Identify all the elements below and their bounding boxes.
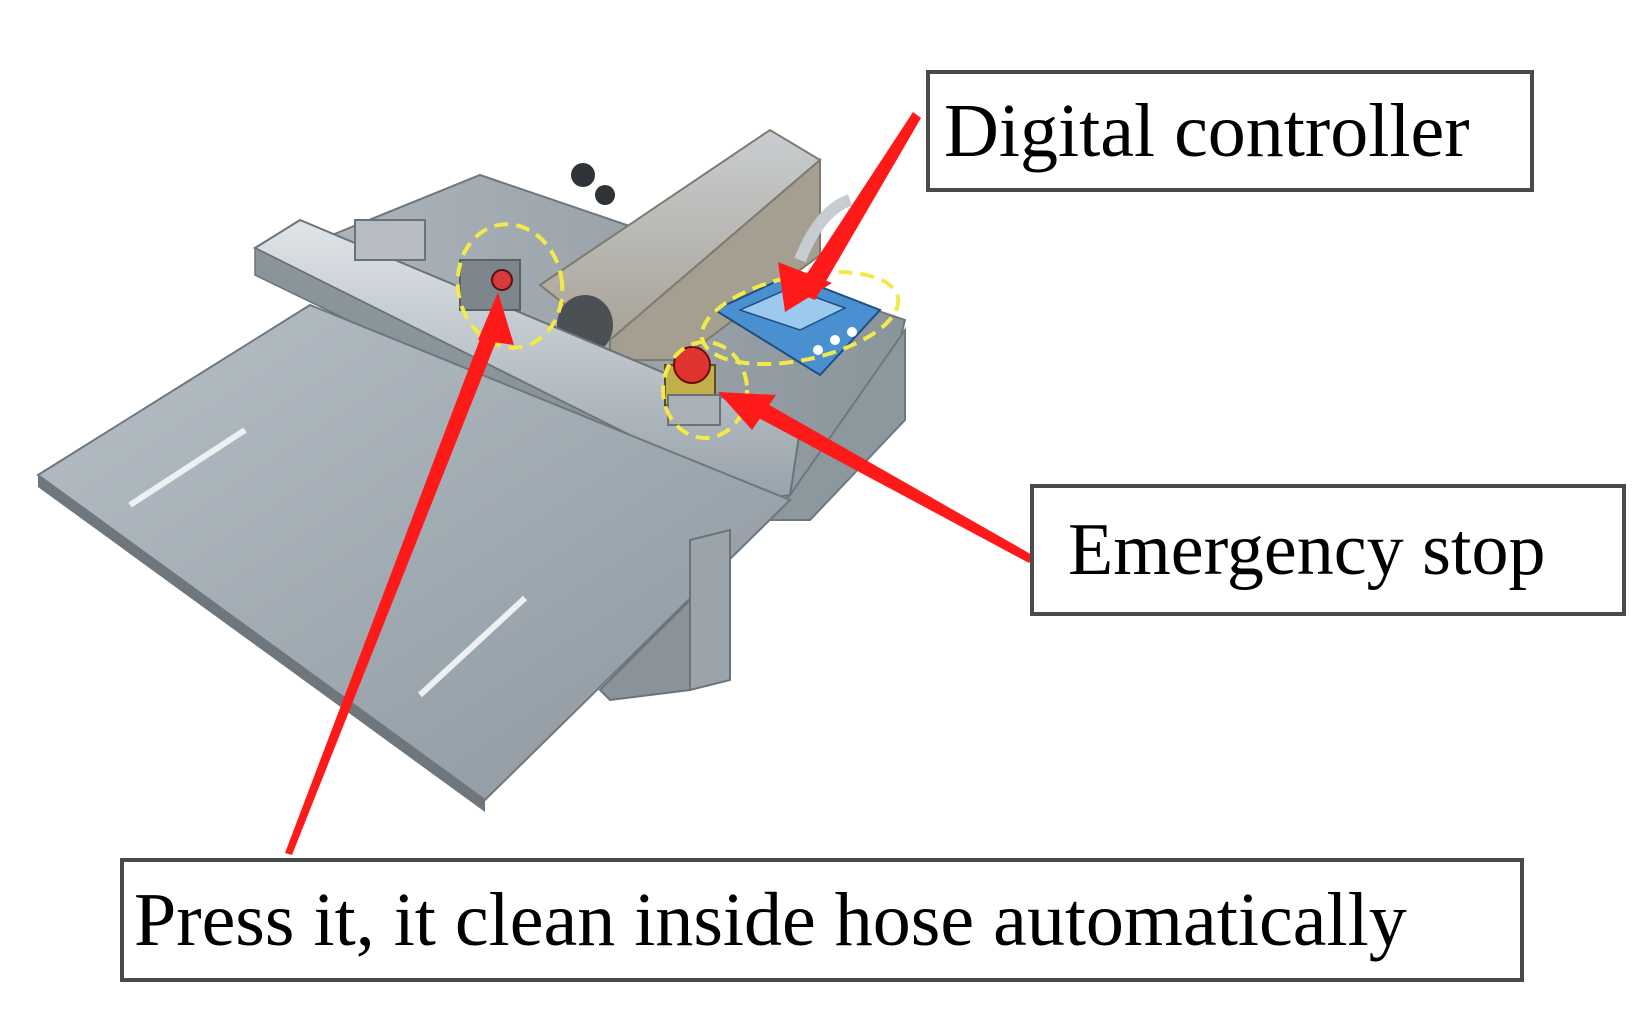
loading-tray-edge bbox=[38, 475, 485, 812]
hose-clean-text: Press it, it clean inside hose automatic… bbox=[134, 877, 1407, 962]
hose-clean-label: Press it, it clean inside hose automatic… bbox=[120, 858, 1524, 982]
highlight-ring-emergency-stop bbox=[661, 340, 749, 440]
arrow-to-hose-clean-head bbox=[478, 292, 514, 345]
emergency-stop-text: Emergency stop bbox=[1068, 508, 1546, 591]
highlight-ring-controller bbox=[699, 269, 901, 367]
arrow-to-emergency-stop bbox=[740, 394, 1034, 563]
digital-controller-screen bbox=[737, 287, 847, 331]
controller-key bbox=[813, 345, 823, 355]
hose-clean-button-icon bbox=[491, 269, 513, 291]
controller-key bbox=[847, 327, 857, 337]
arrow-to-hose-clean bbox=[285, 318, 503, 855]
emergency-stop-label: Emergency stop bbox=[1030, 484, 1626, 616]
rear-latch bbox=[354, 219, 426, 261]
arrow-to-digital-controller bbox=[795, 112, 921, 300]
emergency-stop-button-icon bbox=[673, 346, 711, 384]
tray-support bbox=[598, 597, 691, 702]
digital-controller-text: Digital controller bbox=[944, 88, 1470, 173]
tray-slot bbox=[128, 427, 247, 508]
digital-controller-label: Digital controller bbox=[926, 70, 1534, 192]
arrow-to-emergency-stop-head bbox=[718, 392, 776, 430]
rear-knob bbox=[571, 163, 595, 187]
arrow-to-digital-controller-head bbox=[778, 262, 832, 312]
controller-key bbox=[830, 335, 840, 345]
tray-support bbox=[689, 528, 731, 692]
highlight-ring-hose-clean bbox=[455, 222, 565, 350]
flexible-hose bbox=[794, 194, 853, 263]
rear-knob bbox=[595, 185, 615, 205]
tray-slot bbox=[417, 595, 528, 698]
arm-bracket bbox=[667, 394, 721, 426]
